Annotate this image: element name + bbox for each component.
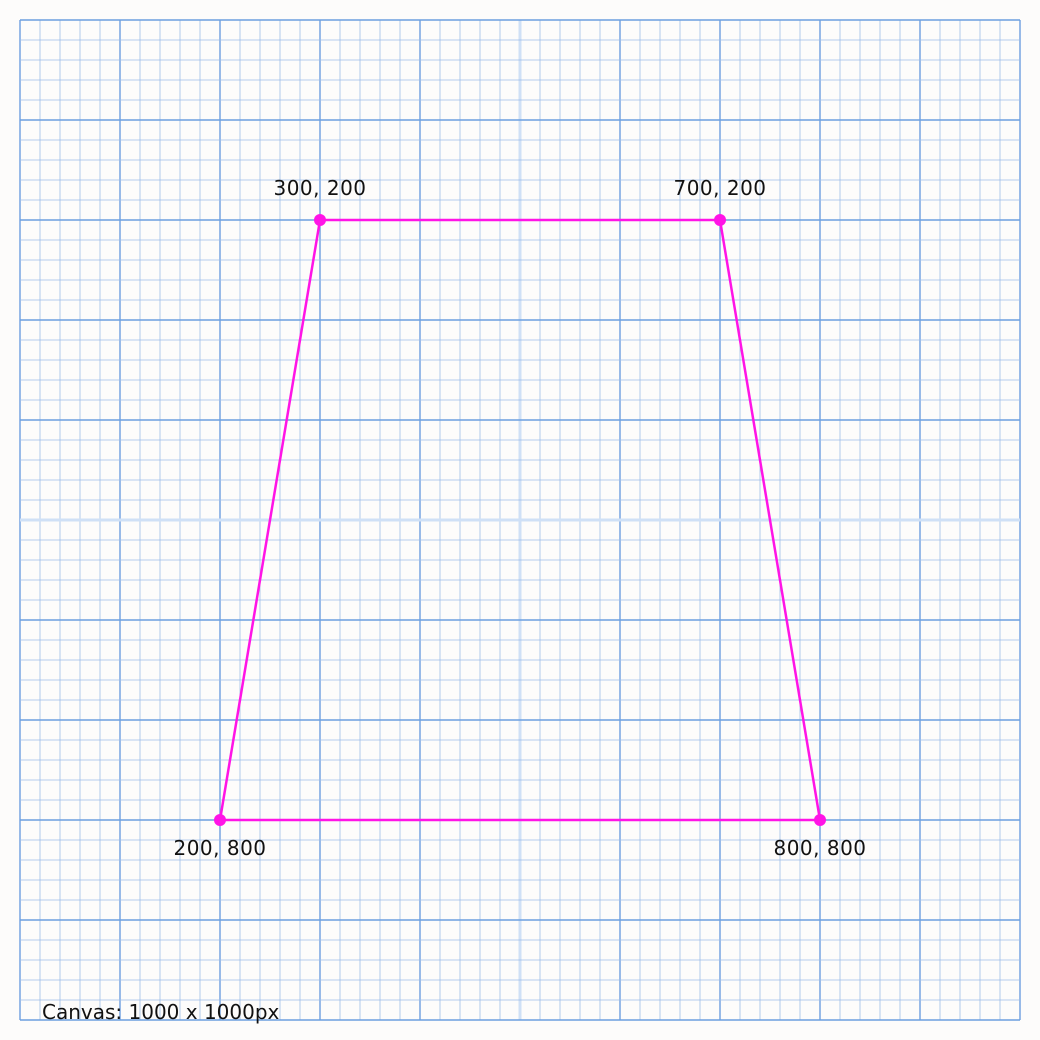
vertex-coordinate-label: 700, 200: [673, 176, 766, 200]
canvas-size-caption: Canvas: 1000 x 1000px: [42, 1000, 280, 1024]
vertex-point: [314, 214, 326, 226]
vertex-point: [814, 814, 826, 826]
vertex-labels: 300, 200 700, 200 800, 800 200, 800: [173, 176, 866, 860]
vertex-point: [214, 814, 226, 826]
grid-lines: [19, 19, 1021, 1021]
vertex-point: [714, 214, 726, 226]
vertex-coordinate-label: 800, 800: [773, 836, 866, 860]
trapezoid-shape: [214, 214, 826, 826]
trapezoid-edge: [218, 218, 322, 822]
trapezoid-edge: [718, 218, 822, 822]
vertex-coordinate-label: 300, 200: [273, 176, 366, 200]
vertex-coordinate-label: 200, 800: [173, 836, 266, 860]
